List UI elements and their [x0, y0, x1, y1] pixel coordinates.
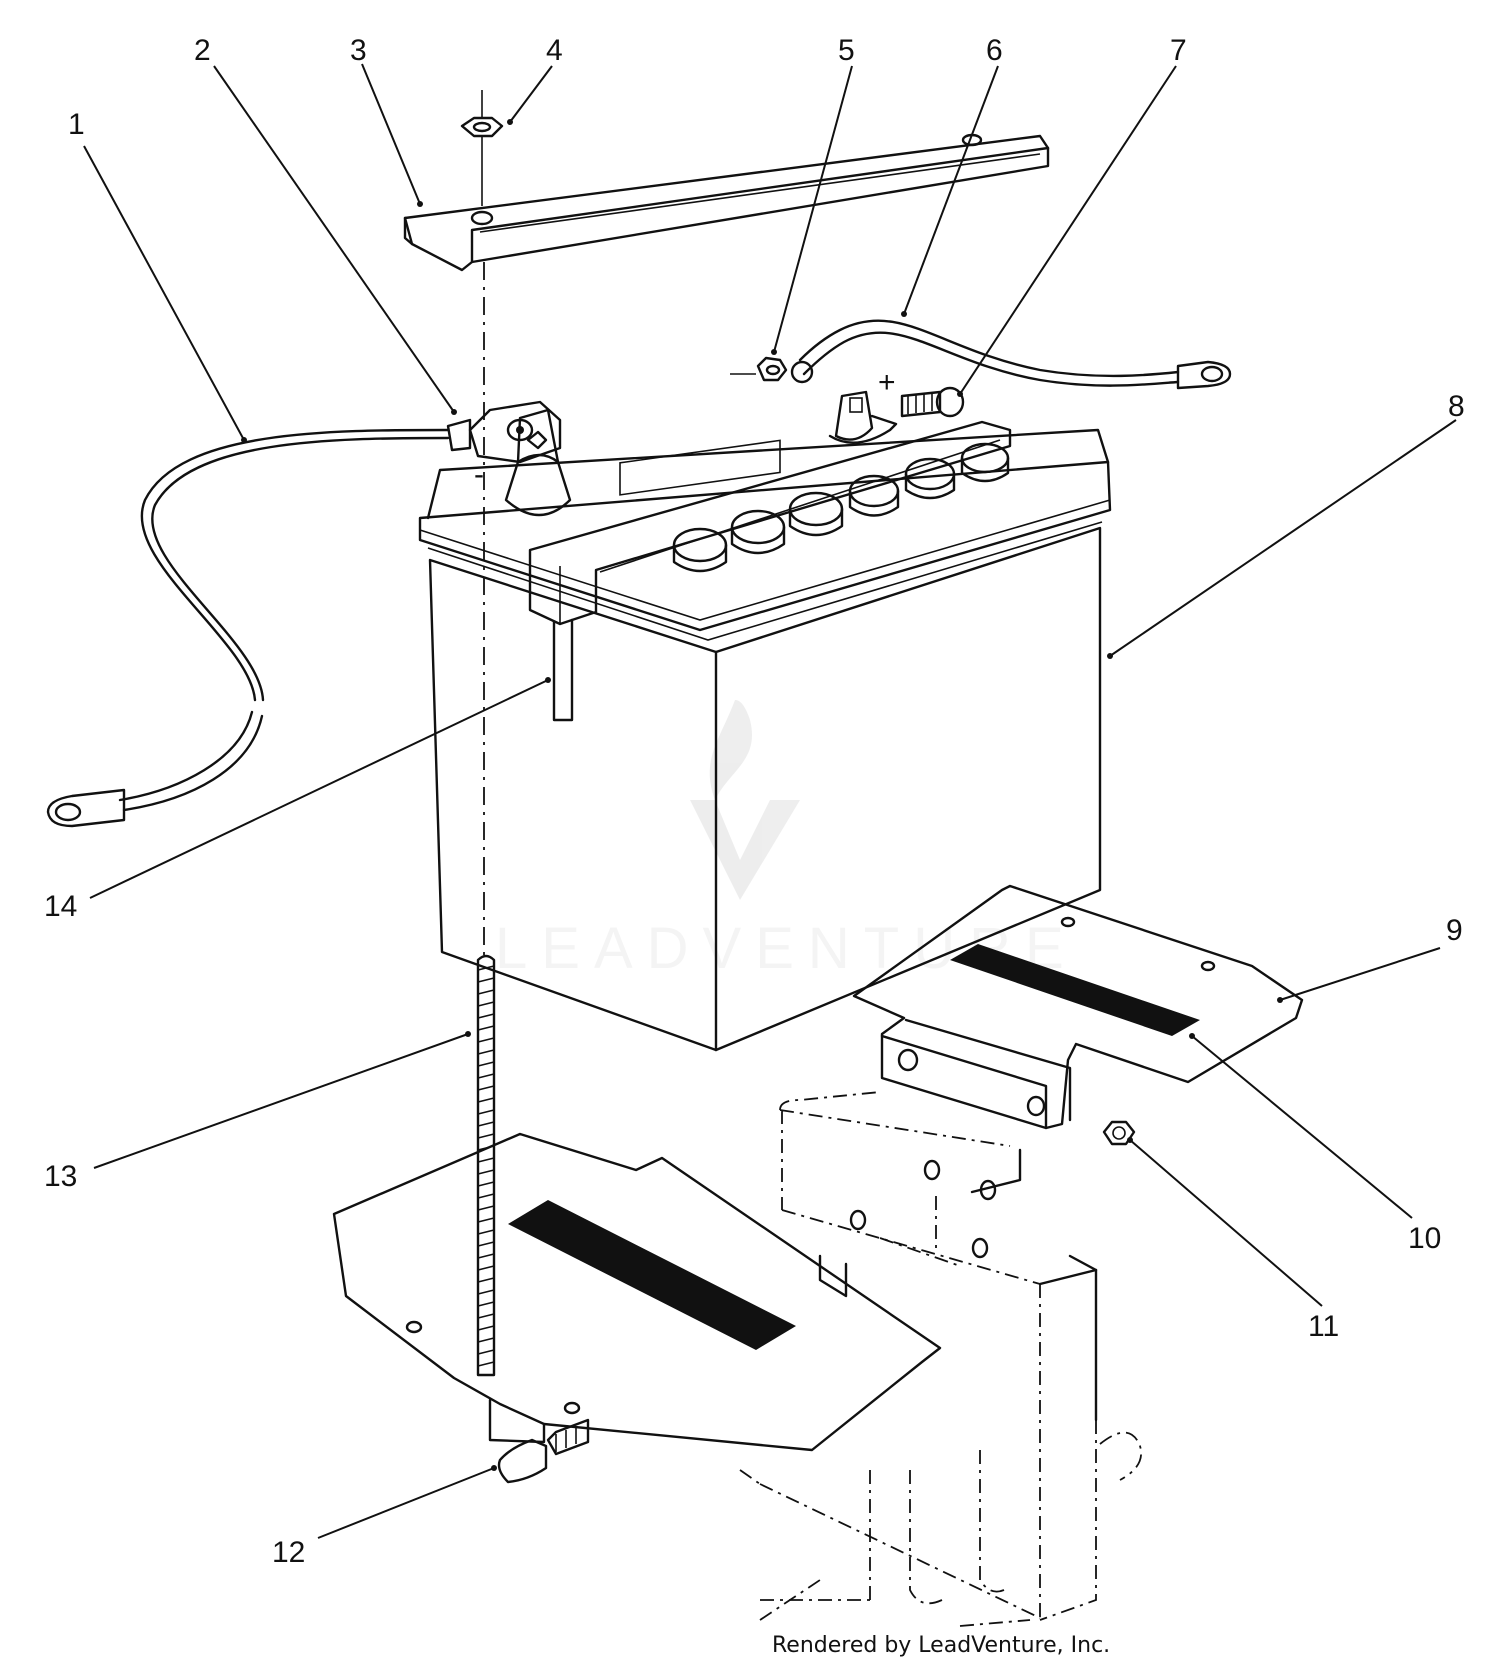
callout-9: 9 — [1446, 914, 1463, 947]
positive-terminal-mark: + — [878, 366, 896, 399]
battery — [418, 390, 1112, 1052]
callout-1: 1 — [68, 108, 85, 141]
watermark-text: LEADVENTURE — [495, 916, 1078, 981]
negative-cable — [46, 428, 450, 828]
callout-8: 8 — [1448, 390, 1465, 423]
filler-caps — [672, 442, 1010, 573]
threaded-rod — [476, 262, 496, 1377]
callout-12: 12 — [272, 1536, 305, 1569]
callout-5: 5 — [838, 34, 855, 67]
negative-cable-clamp — [446, 400, 562, 464]
callout-6: 6 — [986, 34, 1003, 67]
bolt — [497, 1418, 590, 1484]
callout-numbers: 1 2 3 4 5 6 7 8 9 10 11 12 13 14 — [44, 34, 1465, 1569]
callout-13: 13 — [44, 1160, 77, 1193]
lower-battery-tray — [332, 1132, 942, 1452]
callout-14: 14 — [44, 890, 77, 923]
render-credit: Rendered by LeadVenture, Inc. — [772, 1633, 1110, 1658]
callout-10: 10 — [1408, 1222, 1441, 1255]
hold-down-strap — [403, 133, 1050, 272]
upper-mounting-bracket — [852, 884, 1304, 1146]
callout-2: 2 — [194, 34, 211, 67]
positive-cable-hardware: + - — [474, 319, 1232, 491]
callout-4: 4 — [546, 34, 563, 67]
callout-3: 3 — [350, 34, 367, 67]
leadventure-watermark: LEADVENTURE — [495, 700, 1078, 981]
hex-nut — [460, 90, 504, 206]
callout-7: 7 — [1170, 34, 1187, 67]
negative-terminal-mark: - — [474, 458, 484, 491]
callout-leaders — [83, 63, 1457, 1539]
frame-phantom — [739, 1091, 1142, 1627]
callout-11: 11 — [1308, 1310, 1339, 1343]
